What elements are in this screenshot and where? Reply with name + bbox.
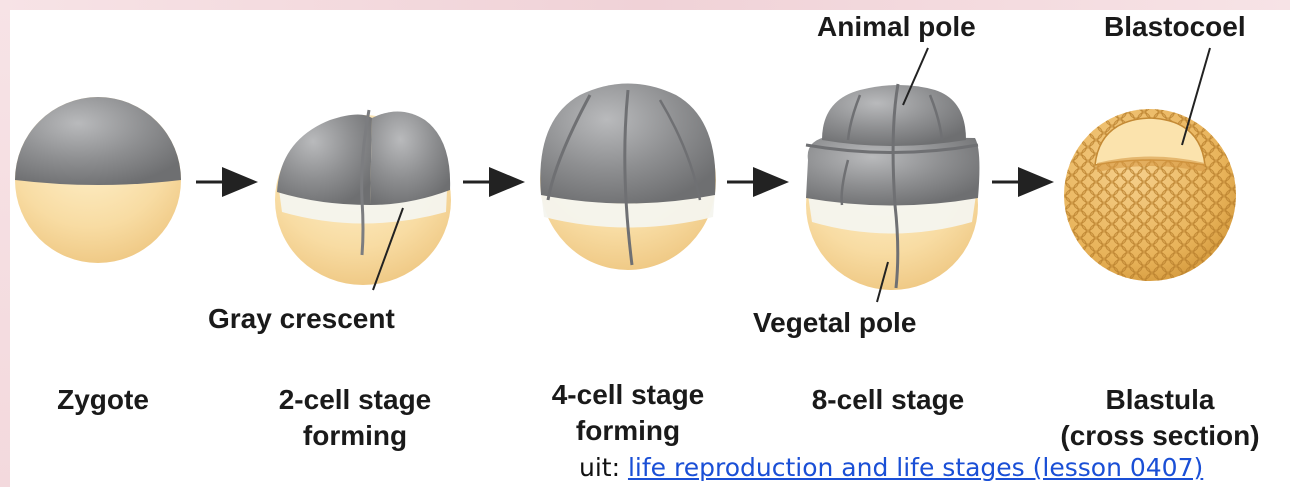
stage-zygote-line1: Zygote (43, 382, 163, 418)
gray-crescent-label: Gray crescent (208, 302, 395, 336)
four-cell-stage-embryo (540, 84, 716, 271)
stage-2-cell-line1: 2-cell stage (245, 382, 465, 418)
stage-4-cell: 4-cell stage forming (518, 377, 738, 449)
blastocoel-label: Blastocoel (1104, 10, 1246, 44)
stage-2-cell: 2-cell stage forming (245, 382, 465, 454)
stage-blastula-line2: (cross section) (1040, 418, 1280, 454)
eight-cell-stage-embryo (806, 84, 979, 290)
animal-pole-label: Animal pole (817, 10, 976, 44)
stage-blastula-line1: Blastula (1040, 382, 1280, 418)
vegetal-pole-label: Vegetal pole (753, 306, 916, 340)
stage-8-cell-line1: 8-cell stage (778, 382, 998, 418)
stage-4-cell-line1: 4-cell stage (518, 377, 738, 413)
stage-4-cell-line2: forming (518, 413, 738, 449)
stage-zygote: Zygote (43, 382, 163, 418)
credit-link[interactable]: life reproduction and life stages (lesso… (628, 453, 1203, 482)
two-cell-stage-embryo (275, 110, 451, 285)
credit-prefix: uit: (579, 453, 628, 482)
zygote (15, 97, 181, 263)
blastula-cross-section (1064, 109, 1236, 281)
stage-blastula: Blastula (cross section) (1040, 382, 1280, 454)
stage-2-cell-line2: forming (245, 418, 465, 454)
stage-8-cell: 8-cell stage (778, 382, 998, 418)
source-credit: uit: life reproduction and life stages (… (579, 453, 1203, 482)
